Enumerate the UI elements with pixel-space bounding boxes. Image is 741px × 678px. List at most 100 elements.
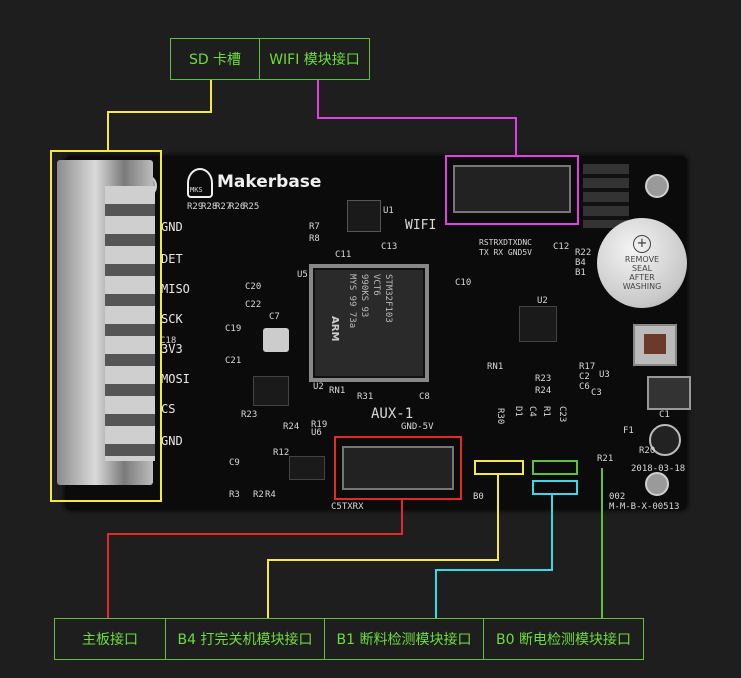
- label-r2: R19: [311, 420, 328, 430]
- aux-pins-label: C5TXRX: [331, 502, 364, 512]
- wifi-connector-frame: [445, 155, 579, 225]
- label-r30: C9: [229, 458, 240, 468]
- label-r7: R7: [309, 222, 320, 232]
- label-c9: C8: [419, 392, 430, 402]
- resistor-r27: R27: [215, 202, 232, 212]
- serial-label: M-M-B-X-00513: [609, 502, 680, 512]
- b4-header-frame: [474, 460, 524, 475]
- brand-small-text: MKS: [190, 186, 203, 194]
- sd-pin-miso: MISO: [161, 282, 190, 296]
- date-label: 2018-03-18: [631, 464, 686, 474]
- chip-u3: [647, 376, 691, 410]
- label-c2: U3: [599, 370, 610, 380]
- label-c20: C20: [245, 282, 262, 292]
- label-b4: B0: [473, 492, 484, 502]
- chip-u1: [347, 200, 381, 232]
- wifi-leader: [317, 80, 517, 155]
- mcu-text-4: MYS 99 73a: [347, 274, 357, 329]
- sd-pin-det: DET: [161, 252, 183, 266]
- sd-contacts: [105, 186, 155, 461]
- sd-pin-gnd-1: GND: [161, 220, 183, 234]
- sd-pin-3v3: 3V3: [161, 342, 183, 356]
- label-c8: RN1: [329, 386, 346, 396]
- label-r13: C4: [527, 406, 537, 417]
- label-c3: F1: [623, 426, 634, 436]
- label-c1: R20: [639, 446, 656, 456]
- label-u2: U2: [537, 296, 548, 306]
- label-u5: U5: [297, 270, 308, 280]
- brand-logo-icon: [187, 168, 213, 198]
- buzzer-plus-icon: +: [633, 235, 651, 253]
- aux-power-label: GND-5V: [401, 422, 434, 432]
- sd-slot-frame: [50, 150, 162, 502]
- b0-header-frame: [532, 460, 578, 475]
- label-u1: U1: [383, 206, 394, 216]
- label-r3: U6: [311, 428, 322, 438]
- wifi-connector: [453, 165, 571, 213]
- mcu-text-1: STM32F103: [383, 274, 393, 323]
- b4-shutdown-module-label: B4 打完关机模块接口: [165, 618, 325, 660]
- label-r21: B4: [575, 258, 586, 268]
- label-r11: R1: [541, 406, 551, 417]
- chip-small-lower: [289, 456, 325, 480]
- mainboard-leader: [107, 500, 403, 618]
- label-c4: R2: [253, 490, 264, 500]
- b4-leader: [267, 475, 499, 618]
- mainboard-interface-label: 主板接口: [54, 618, 166, 660]
- resistor-r29: R29: [187, 202, 204, 212]
- chip-u6: [253, 376, 289, 406]
- label-r12: R31: [357, 392, 374, 402]
- wifi-silk-label: WIFI: [405, 218, 437, 233]
- label-r14: D1: [513, 406, 523, 417]
- label-c10: C10: [455, 278, 472, 288]
- sd-pin-sck: SCK: [161, 312, 183, 326]
- reset-button-cap: [644, 334, 666, 354]
- resistor-r26: R26: [229, 202, 246, 212]
- label-c22: C22: [245, 300, 262, 310]
- aux-connector: [342, 446, 454, 490]
- label-r4: R12: [273, 448, 290, 458]
- label-rn1: RN1: [487, 362, 504, 372]
- label-u6: R23: [241, 410, 258, 420]
- mcu-chip: STM32F103 VCT6 990KS 93 MYS 99 73a ARM: [309, 264, 429, 382]
- reset-button[interactable]: [633, 324, 677, 366]
- label-r23: R23: [535, 374, 552, 384]
- label-r22: B1: [575, 268, 586, 278]
- label-r1: R4: [265, 490, 276, 500]
- sd-pin-cs: CS: [161, 402, 176, 416]
- label-r10: C23: [557, 406, 567, 423]
- label-r31: U2: [313, 382, 324, 392]
- chip-u2: [519, 306, 557, 342]
- resistor-r28: R28: [201, 202, 218, 212]
- mcu-text-2: VCT6: [371, 274, 381, 296]
- buzzer: + REMOVE SEAL AFTER WASHING: [597, 218, 687, 308]
- label-r19: R24: [283, 422, 300, 432]
- crystal: [263, 328, 289, 352]
- label-r16: C2: [579, 372, 590, 382]
- label-c21: C21: [225, 356, 242, 366]
- b1-header-frame: [532, 480, 578, 495]
- label-r8: R8: [309, 234, 320, 244]
- mount-hole-bottom-right: [645, 472, 669, 496]
- pin-header-right: [583, 164, 629, 228]
- label-c23: R30: [495, 408, 505, 425]
- buzzer-text-3: AFTER: [629, 273, 655, 282]
- wifi-pins-bottom: TX RX GND5V: [479, 248, 532, 257]
- buzzer-text-2: SEAL: [631, 264, 653, 273]
- buzzer-text-1: REMOVE: [624, 255, 660, 264]
- label-c19: C19: [225, 324, 242, 334]
- label-r20: R22: [575, 248, 592, 258]
- b0-power-detect-label: B0 断电检测模块接口: [483, 618, 644, 660]
- arm-logo: ARM: [329, 316, 340, 342]
- label-r18: R17: [579, 362, 596, 372]
- label-c7: C7: [269, 312, 280, 322]
- label-f1: R21: [597, 454, 614, 464]
- sd-leader: [107, 80, 212, 150]
- buzzer-text-4: WASHING: [622, 282, 662, 291]
- aux-connector-frame: [334, 436, 462, 500]
- resistor-r25: R25: [243, 202, 260, 212]
- label-d1: R3: [229, 490, 240, 500]
- b1-leader: [435, 495, 553, 618]
- b1-filament-detect-label: B1 断料检测模块接口: [324, 618, 484, 660]
